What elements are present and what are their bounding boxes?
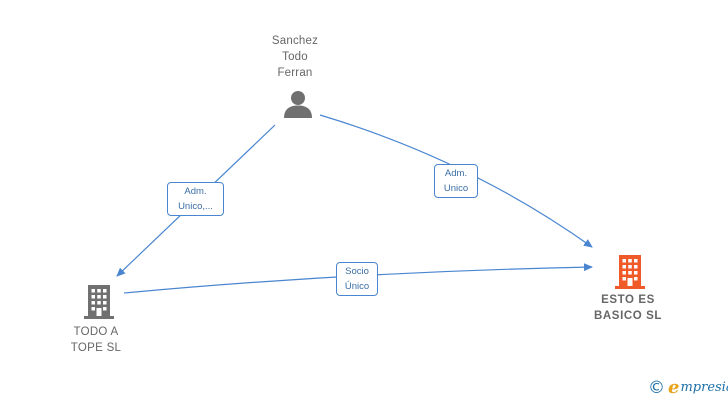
person-label[interactable]: Sanchez Todo Ferran <box>271 35 319 79</box>
edge-label-socio-unico[interactable]: Socio Único <box>336 262 378 296</box>
todo-a-tope-label[interactable]: TODO A TOPE SL <box>70 326 122 354</box>
person-icon[interactable] <box>283 89 313 124</box>
building-icon[interactable] <box>615 255 645 294</box>
building-icon[interactable] <box>84 285 114 324</box>
edge-label-adm-unico-esto[interactable]: Adm. Unico <box>434 164 478 198</box>
edge-label-adm-unico-todo[interactable]: Adm. Unico,... <box>167 182 224 216</box>
esto-es-basico-label[interactable]: ESTO ES BASICO SL <box>593 294 662 322</box>
brand-logo-text: mpresia <box>680 380 728 395</box>
brand-footer: © e mpresia <box>648 378 728 398</box>
copyright-icon: © <box>648 377 665 398</box>
brand-logo-initial: e <box>668 377 680 398</box>
